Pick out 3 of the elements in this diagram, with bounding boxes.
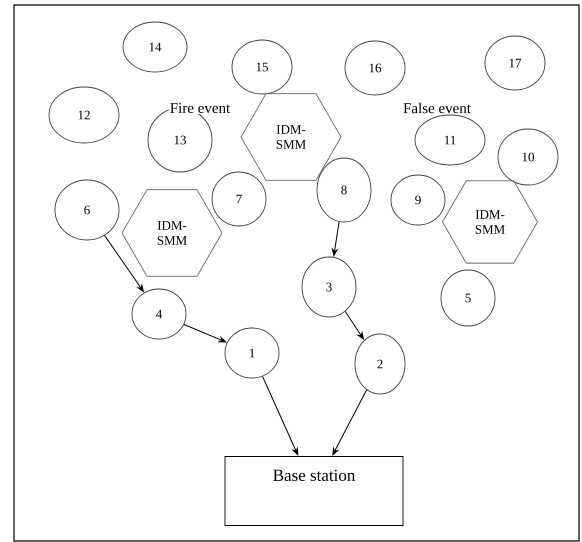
event-label: Fire event: [168, 102, 232, 114]
base-station-box: Base station: [224, 456, 404, 526]
event-label: False event: [402, 102, 472, 114]
